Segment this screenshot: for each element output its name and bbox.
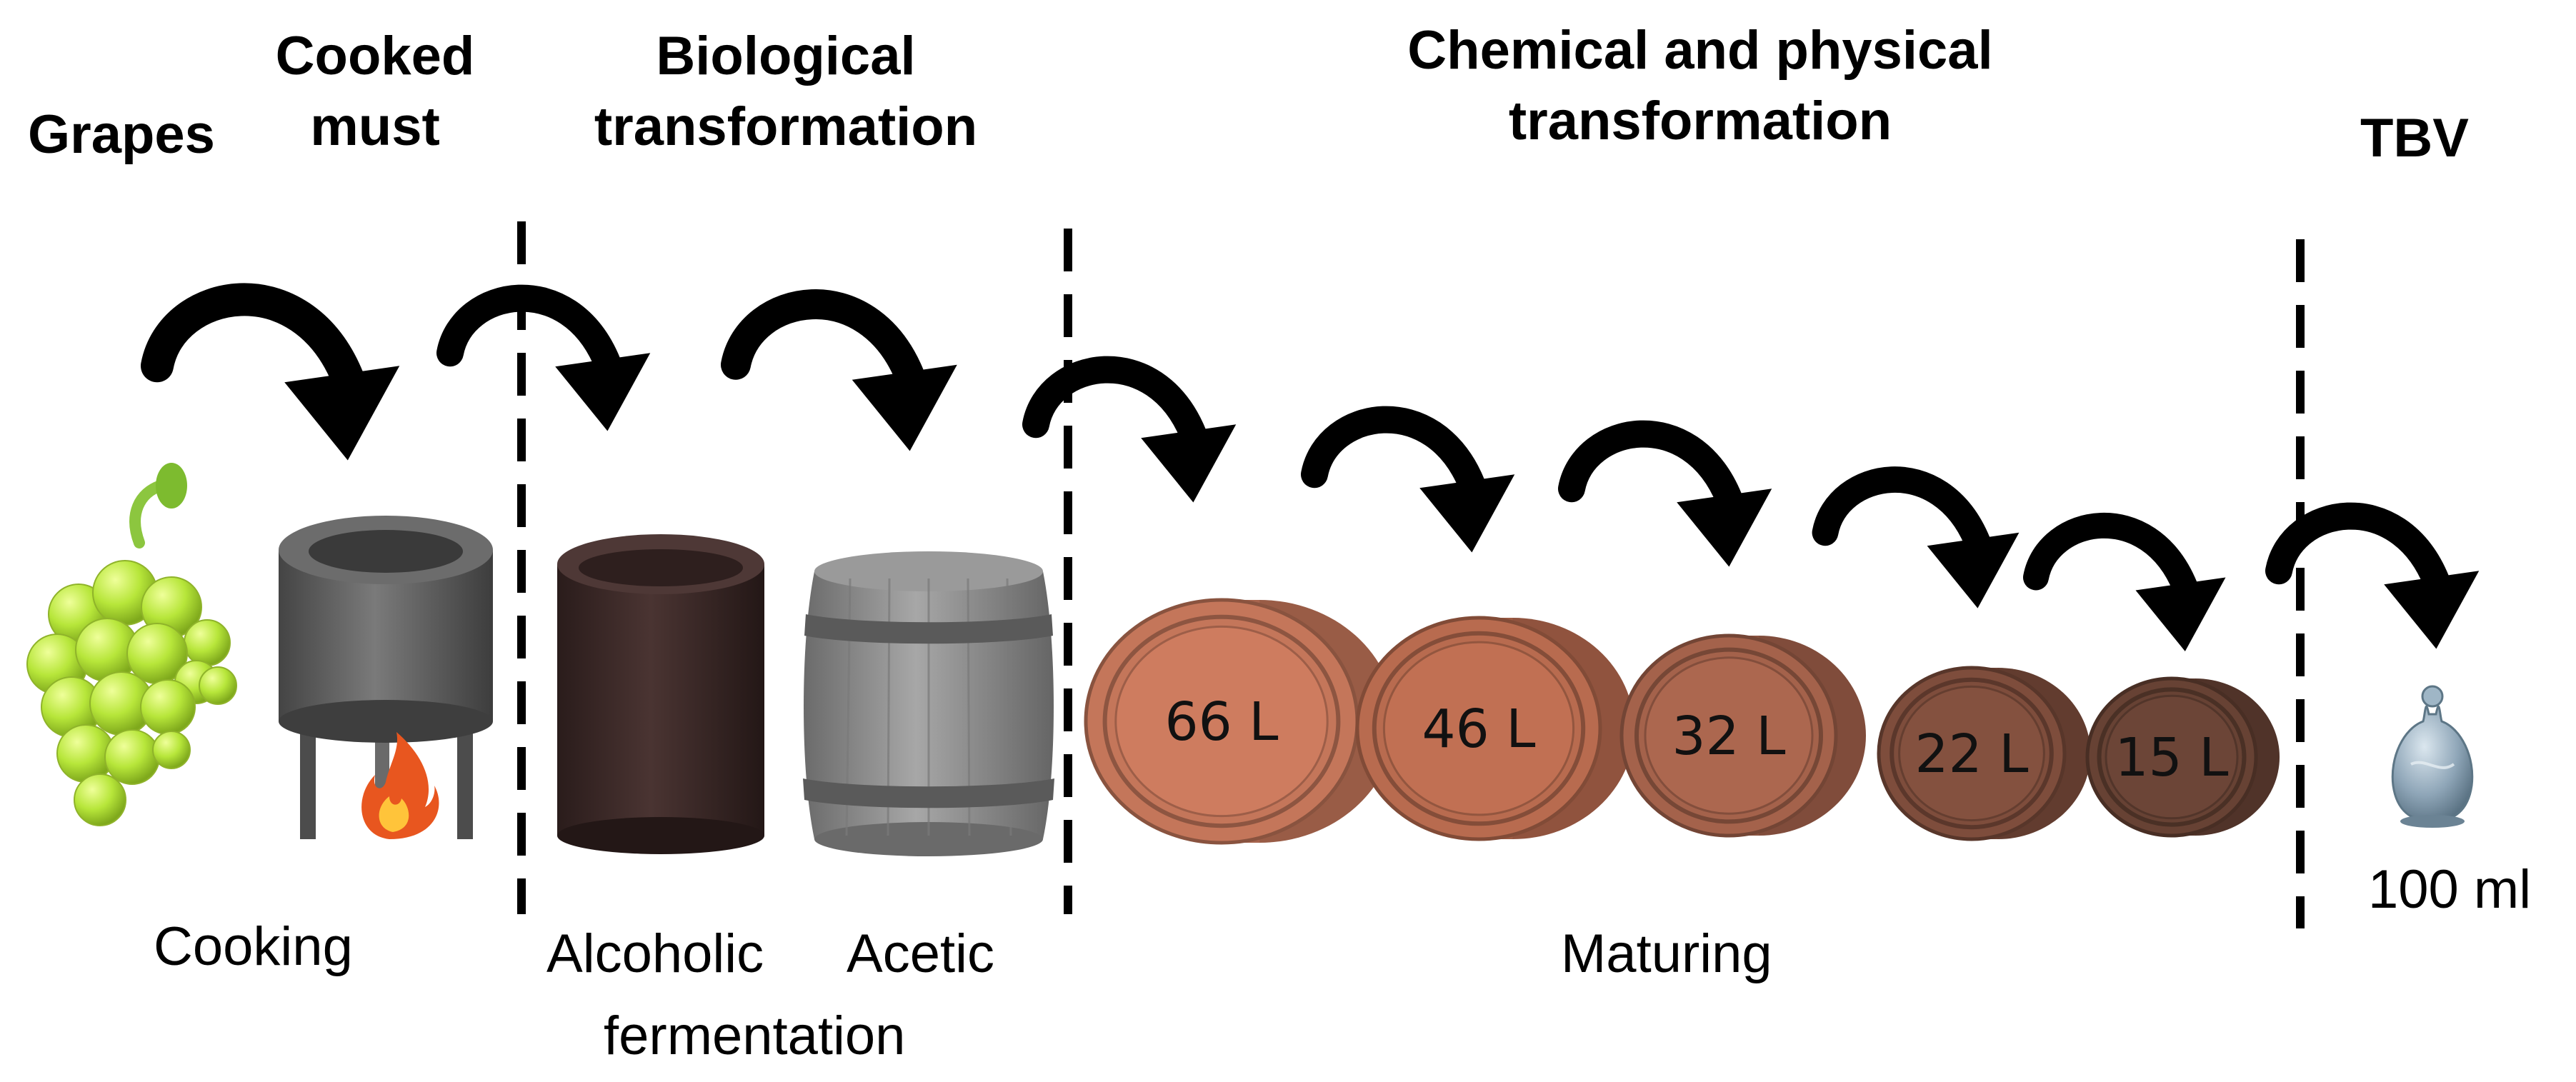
header-chemical-line2: transformation	[1508, 90, 1892, 151]
label-alcoholic: Alcoholic	[546, 923, 764, 984]
label-fermentation: fermentation	[604, 1006, 906, 1066]
barrel-volume-label: 66 L	[1165, 691, 1279, 753]
aging-barrel-icon: 15 L	[2085, 676, 2280, 838]
aging-barrel-icon: 32 L	[1619, 633, 1866, 838]
curved-arrow-icon-3	[721, 289, 957, 451]
header-cooked-must-line2: must	[310, 96, 440, 157]
barrel-volume-label: 46 L	[1422, 698, 1536, 760]
aging-barrels-group: 66 L 46 L 32 L 22 L 15 L	[1084, 598, 2280, 845]
curved-arrow-icon-7	[1812, 466, 2020, 608]
curved-arrow-icon-1	[141, 283, 400, 461]
header-biological-line2: transformation	[594, 96, 978, 157]
label-final-volume: 100 ml	[2368, 859, 2532, 920]
acetic-barrel-icon	[803, 551, 1054, 856]
header-chemical-line1: Chemical and physical	[1407, 20, 1993, 81]
header-tbv: TBV	[2360, 108, 2469, 169]
header-chemical-physical-transformation: Chemical and physical transformation	[1343, 16, 2057, 157]
curved-arrow-icon-5	[1300, 406, 1515, 553]
barrel-volume-label: 22 L	[1915, 723, 2029, 785]
barrel-volume-label: 15 L	[2115, 727, 2229, 788]
fermentation-vat-icon	[557, 534, 764, 854]
curved-arrow-icon-4	[1022, 356, 1237, 503]
header-grapes: Grapes	[28, 104, 215, 165]
aging-barrel-icon: 22 L	[1877, 666, 2091, 841]
header-biological-line1: Biological	[656, 26, 916, 86]
decanter-icon	[2391, 685, 2474, 828]
fire-icon	[361, 732, 439, 839]
label-maturing: Maturing	[1561, 923, 1772, 984]
header-cooked-must-line1: Cooked	[275, 26, 475, 86]
curved-arrow-icon-6	[1557, 420, 1772, 567]
aging-barrel-icon: 46 L	[1355, 616, 1634, 841]
curved-arrow-icon-2	[436, 284, 651, 431]
cooking-pot-icon	[279, 516, 493, 839]
header-biological-transformation: Biological transformation	[557, 21, 1014, 163]
barrel-volume-label: 32 L	[1672, 706, 1786, 767]
label-acetic: Acetic	[847, 923, 994, 984]
aging-barrel-icon: 66 L	[1084, 598, 1396, 845]
label-cooking: Cooking	[154, 916, 353, 977]
grapes-icon	[26, 463, 237, 826]
curved-arrow-icon-8	[2022, 512, 2226, 651]
header-cooked-must: Cooked must	[243, 21, 507, 163]
curved-arrow-icon-9	[2265, 502, 2480, 649]
